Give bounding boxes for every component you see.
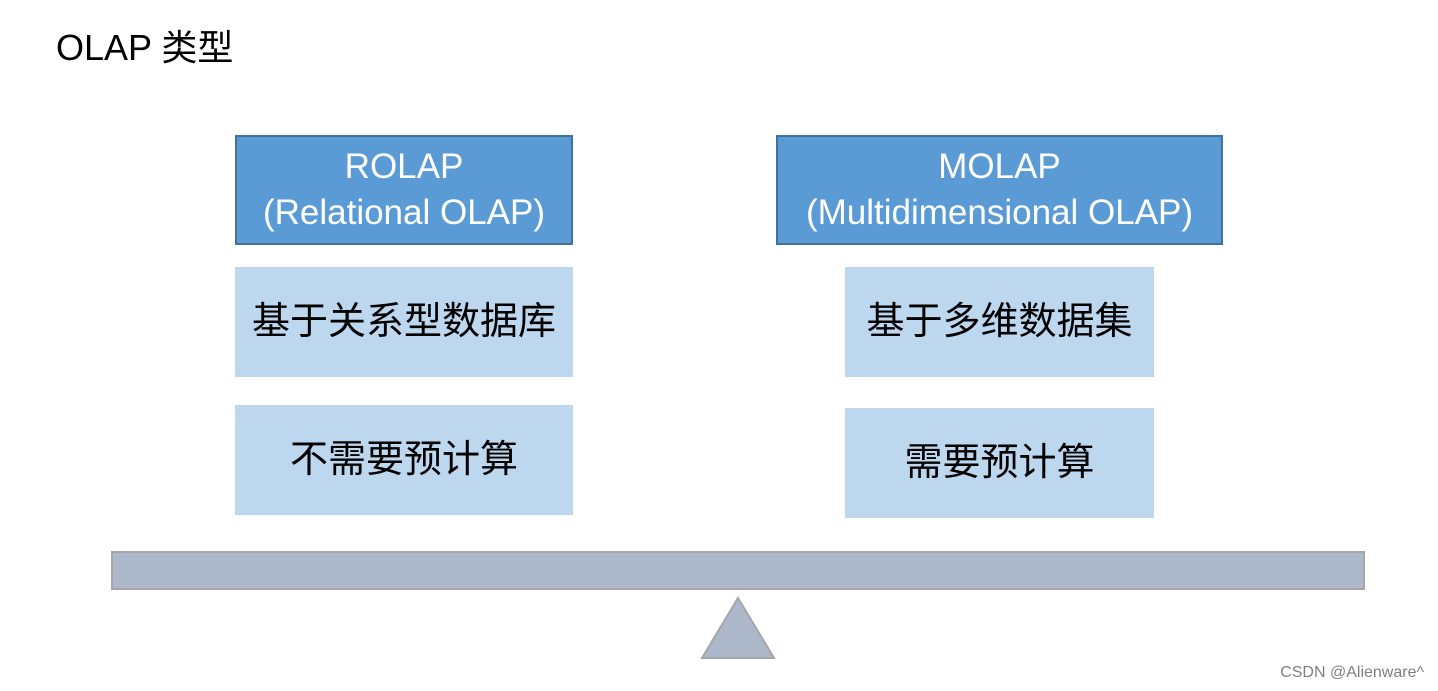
watermark: CSDN @Alienware^ [1280,664,1424,681]
rolap-feature-storage: 基于关系型数据库 [235,267,573,377]
rolap-header-box: ROLAP (Relational OLAP) [235,135,573,245]
rolap-feature-storage-label: 基于关系型数据库 [251,301,556,343]
balance-fulcrum [700,596,776,659]
molap-feature-storage: 基于多维数据集 [845,267,1154,377]
page-title: OLAP 类型 [56,27,234,68]
molap-header-fullname: (Multidimensional OLAP) [805,193,1194,232]
molap-feature-storage-label: 基于多维数据集 [866,301,1133,343]
rolap-feature-precompute: 不需要预计算 [235,405,573,515]
balance-beam [111,551,1365,590]
rolap-header-fullname: (Relational OLAP) [262,193,546,232]
rolap-feature-precompute-label: 不需要预计算 [289,439,518,481]
rolap-header-name: ROLAP [344,147,464,186]
fulcrum-triangle [700,596,776,659]
molap-header-name: MOLAP [938,147,1061,186]
molap-feature-precompute-label: 需要预计算 [904,442,1095,484]
molap-feature-precompute: 需要预计算 [845,408,1154,518]
molap-header-box: MOLAP (Multidimensional OLAP) [776,135,1223,245]
